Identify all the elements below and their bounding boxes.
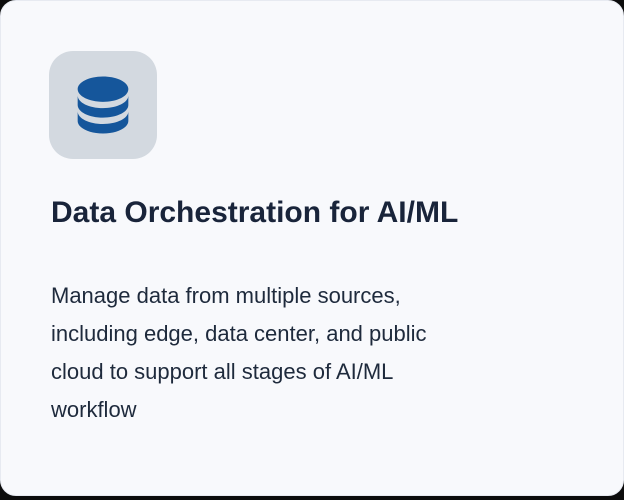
database-icon-container bbox=[49, 51, 157, 159]
card-description: Manage data from multiple sources, inclu… bbox=[51, 283, 427, 422]
card-title: Data Orchestration for AI/ML bbox=[51, 196, 459, 229]
database-icon bbox=[77, 76, 129, 134]
